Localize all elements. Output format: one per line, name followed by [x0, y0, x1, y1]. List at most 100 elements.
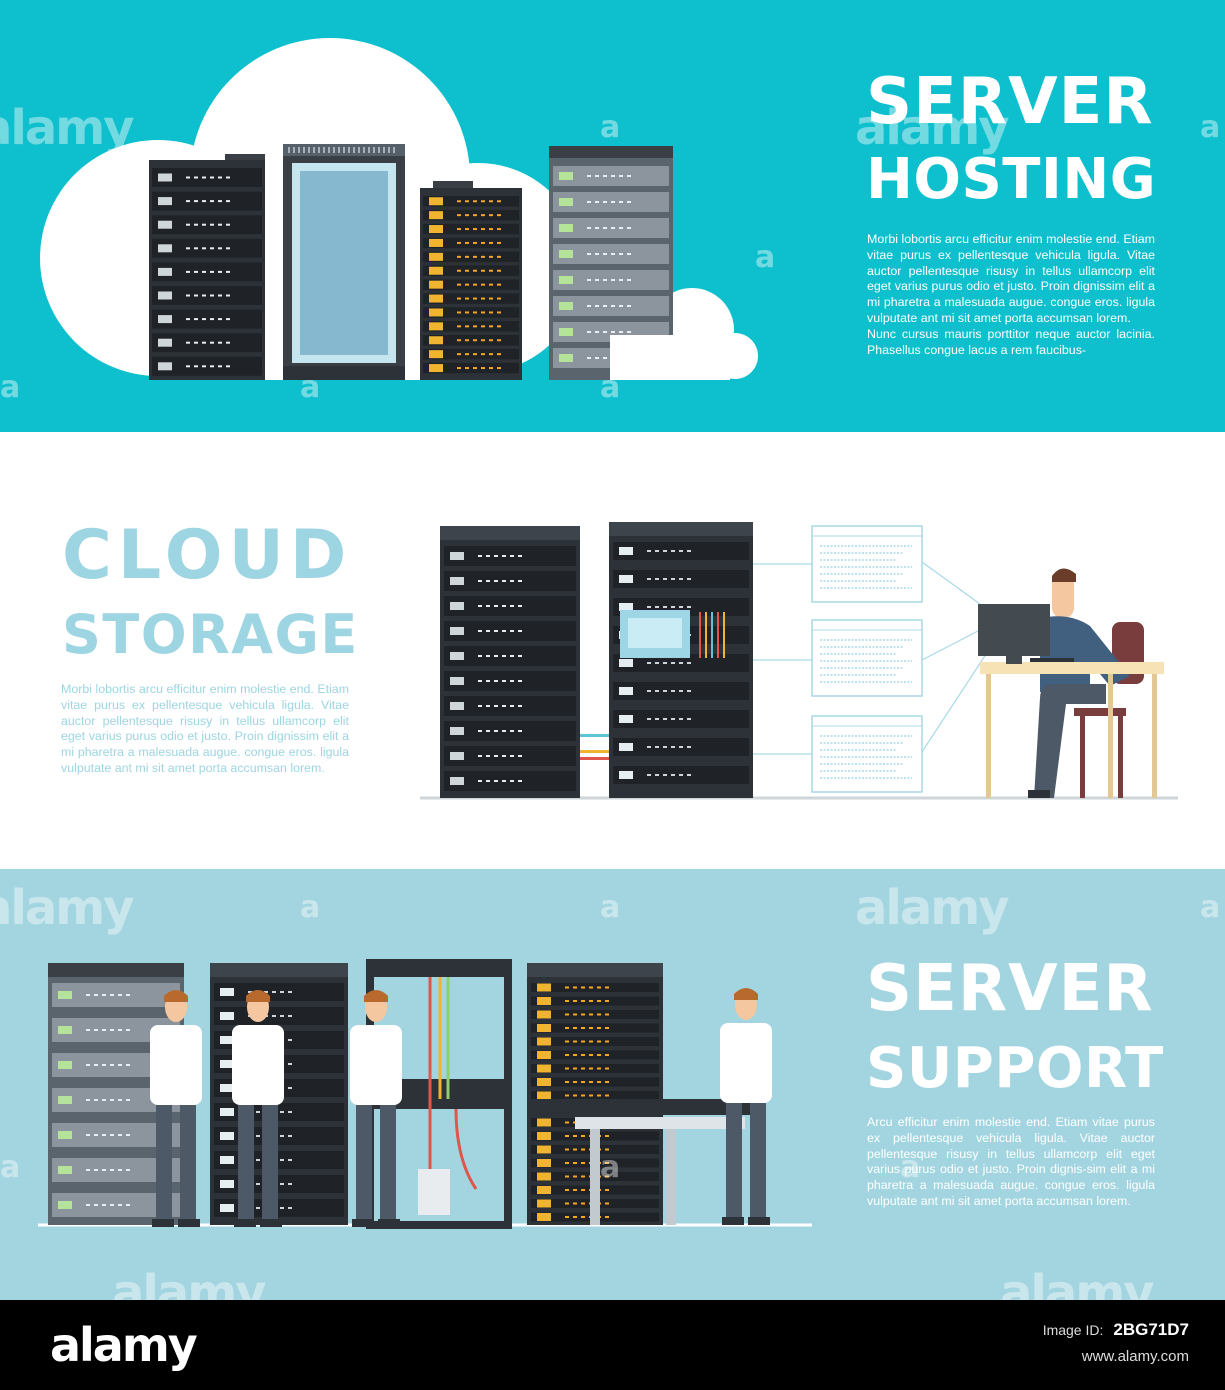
- server-unit: [423, 335, 519, 346]
- status-led: [218, 176, 222, 179]
- status-led: [497, 214, 501, 217]
- status-led: [663, 746, 667, 748]
- status-led: [94, 1169, 98, 1171]
- status-led: [489, 367, 493, 370]
- server-unit-display: [158, 173, 172, 182]
- status-led: [611, 331, 615, 333]
- status-led: [186, 200, 190, 203]
- status-led: [126, 994, 130, 996]
- status-led: [494, 580, 498, 582]
- server-unit: [52, 983, 180, 1007]
- status-led: [565, 1040, 569, 1043]
- server-unit-display: [220, 1060, 234, 1068]
- server-unit-display: [619, 603, 633, 611]
- server-unit-display: [158, 267, 172, 276]
- status-led: [655, 690, 659, 692]
- server-unit: [423, 279, 519, 290]
- status-led: [473, 353, 477, 356]
- cloud-storage-illustration: [420, 522, 1178, 800]
- status-led: [481, 311, 485, 314]
- status-led: [465, 214, 469, 217]
- server-unit-display: [559, 302, 573, 310]
- server-unit: [531, 996, 659, 1006]
- status-led: [489, 214, 493, 217]
- status-led: [605, 1162, 609, 1164]
- status-led: [655, 578, 659, 580]
- status-led: [473, 269, 477, 272]
- hosting-paragraph-1: Morbi lobortis arcu efficitur enim moles…: [867, 232, 1155, 325]
- status-led: [288, 1087, 292, 1089]
- server-hosting-illustration: [0, 0, 1225, 432]
- status-led: [605, 1067, 609, 1070]
- server-unit-display: [220, 1204, 234, 1212]
- server-unit-display: [537, 1037, 551, 1046]
- status-led: [573, 986, 577, 989]
- status-led: [489, 228, 493, 231]
- status-led: [619, 175, 623, 177]
- status-led: [478, 580, 482, 582]
- server-unit-display: [537, 983, 551, 992]
- status-led: [671, 662, 675, 664]
- technician-hair: [364, 990, 388, 1002]
- server-unit-display: [429, 280, 443, 289]
- hanging-cables: [428, 977, 478, 1190]
- technician-leg: [750, 1103, 766, 1219]
- status-led: [603, 357, 607, 359]
- server-unit-display: [559, 328, 573, 336]
- status-led: [110, 1134, 114, 1136]
- status-led: [565, 1067, 569, 1070]
- status-led: [465, 325, 469, 328]
- status-led: [647, 746, 651, 748]
- vent-slot: [353, 147, 355, 153]
- status-led: [687, 690, 691, 692]
- status-led: [581, 1000, 585, 1002]
- status-led: [481, 269, 485, 272]
- status-led: [671, 606, 675, 608]
- status-led: [288, 1159, 292, 1161]
- storage-paragraph: Morbi lobortis arcu efficitur enim moles…: [61, 682, 349, 775]
- status-led: [473, 283, 477, 286]
- status-led: [473, 311, 477, 314]
- server-unit-display: [220, 988, 234, 996]
- server-unit: [152, 286, 262, 305]
- status-led: [481, 214, 485, 217]
- status-led: [605, 1081, 609, 1083]
- status-led: [473, 325, 477, 328]
- support-title: SERVER SUPPORT: [866, 957, 1164, 1097]
- footer-url[interactable]: www.alamy.com: [1081, 1348, 1189, 1365]
- status-led: [595, 331, 599, 333]
- status-led: [218, 294, 222, 297]
- cable-red: [580, 757, 610, 760]
- status-led: [603, 175, 607, 177]
- vent-slot: [338, 147, 340, 153]
- technician-shoe: [722, 1217, 744, 1225]
- server-unit-display: [559, 354, 573, 362]
- server-unit: [152, 309, 262, 329]
- status-led: [611, 253, 615, 255]
- status-led: [118, 1029, 122, 1031]
- status-led: [210, 223, 214, 226]
- status-led: [194, 176, 198, 179]
- status-led: [497, 297, 501, 300]
- status-led: [597, 1013, 601, 1016]
- status-led: [486, 780, 490, 782]
- status-led: [605, 1094, 609, 1097]
- cable-yellow: [580, 750, 610, 753]
- server-unit-display: [619, 687, 633, 695]
- server-unit-display: [158, 315, 172, 324]
- vent-slot: [373, 147, 375, 153]
- server-unit-display: [158, 338, 172, 347]
- status-led: [510, 755, 514, 757]
- status-led: [573, 1067, 577, 1070]
- status-led: [118, 1134, 122, 1136]
- status-led: [465, 283, 469, 286]
- server-unit: [152, 191, 262, 211]
- status-led: [494, 630, 498, 632]
- status-led: [502, 705, 506, 707]
- status-led: [573, 1000, 577, 1002]
- status-led: [489, 353, 493, 356]
- technician-shoe: [378, 1219, 400, 1227]
- server-unit-display: [450, 602, 464, 610]
- status-led: [118, 1169, 122, 1171]
- status-led: [457, 228, 461, 231]
